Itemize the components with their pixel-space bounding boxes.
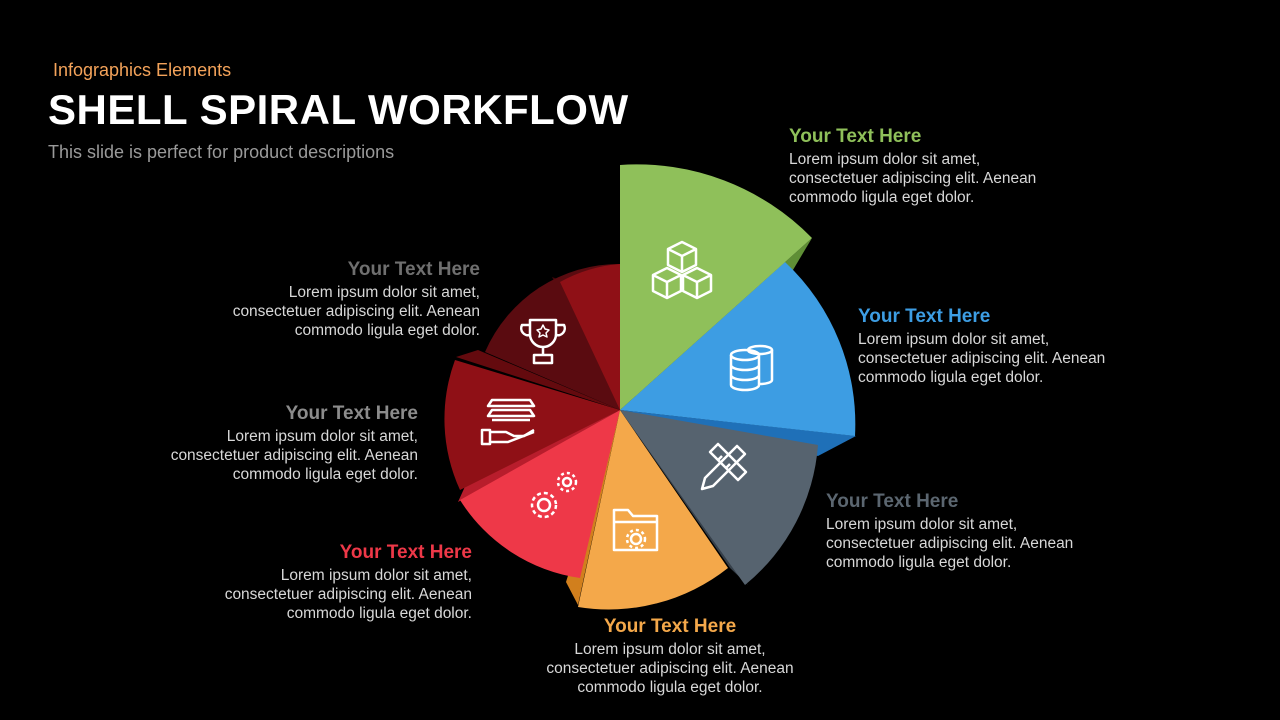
darkred-body: Lorem ipsum dolor sit amet, consectetuer… bbox=[170, 428, 418, 483]
blue-segment bbox=[620, 262, 856, 436]
database-icon bbox=[729, 344, 774, 392]
red-body: Lorem ipsum dolor sit amet, consectetuer… bbox=[224, 567, 472, 622]
pencil-ruler-icon bbox=[700, 442, 748, 491]
darkred-heading: Your Text Here bbox=[285, 403, 418, 424]
page-subtitle: This slide is perfect for product descri… bbox=[48, 142, 395, 162]
darkred-segment-edge bbox=[456, 350, 620, 410]
cubes-icon bbox=[651, 240, 713, 300]
darkred-segment bbox=[444, 360, 620, 490]
red-heading: Your Text Here bbox=[339, 542, 472, 563]
darkred-text-block: Your Text Here Lorem ipsum dolor sit ame… bbox=[98, 403, 418, 484]
folder-gear-icon bbox=[612, 508, 659, 552]
red-text-block: Your Text Here Lorem ipsum dolor sit ame… bbox=[152, 542, 472, 623]
slate-segment bbox=[620, 410, 818, 585]
kicker-label: Infographics Elements bbox=[53, 60, 232, 80]
green-body: Lorem ipsum dolor sit amet, consectetuer… bbox=[789, 151, 1037, 206]
green-heading: Your Text Here bbox=[789, 126, 922, 147]
slate-body: Lorem ipsum dolor sit amet, consectetuer… bbox=[826, 516, 1074, 571]
orange-segment bbox=[578, 410, 728, 610]
gears-icon bbox=[530, 471, 578, 519]
hand-stack-icon bbox=[480, 398, 536, 446]
maroon-text-block: Your Text Here Lorem ipsum dolor sit ame… bbox=[160, 259, 480, 340]
page-title: SHELL SPIRAL WORKFLOW bbox=[48, 86, 629, 133]
maroon-segment-overlay bbox=[560, 264, 620, 410]
blue-heading: Your Text Here bbox=[858, 306, 991, 327]
maroon-body: Lorem ipsum dolor sit amet, consectetuer… bbox=[232, 284, 480, 339]
slate-text-block: Your Text Here Lorem ipsum dolor sit ame… bbox=[826, 491, 1146, 572]
trophy-icon bbox=[519, 318, 567, 365]
green-segment bbox=[620, 164, 812, 410]
green-text-block: Your Text Here Lorem ipsum dolor sit ame… bbox=[789, 126, 1109, 207]
maroon-heading: Your Text Here bbox=[347, 259, 480, 280]
orange-heading: Your Text Here bbox=[603, 616, 737, 637]
blue-text-block: Your Text Here Lorem ipsum dolor sit ame… bbox=[858, 306, 1178, 387]
orange-text-block: Your Text Here Lorem ipsum dolor sit ame… bbox=[510, 616, 830, 697]
orange-body: Lorem ipsum dolor sit amet, consectetuer… bbox=[546, 641, 794, 696]
slate-heading: Your Text Here bbox=[826, 491, 959, 512]
blue-body: Lorem ipsum dolor sit amet, consectetuer… bbox=[858, 331, 1106, 386]
